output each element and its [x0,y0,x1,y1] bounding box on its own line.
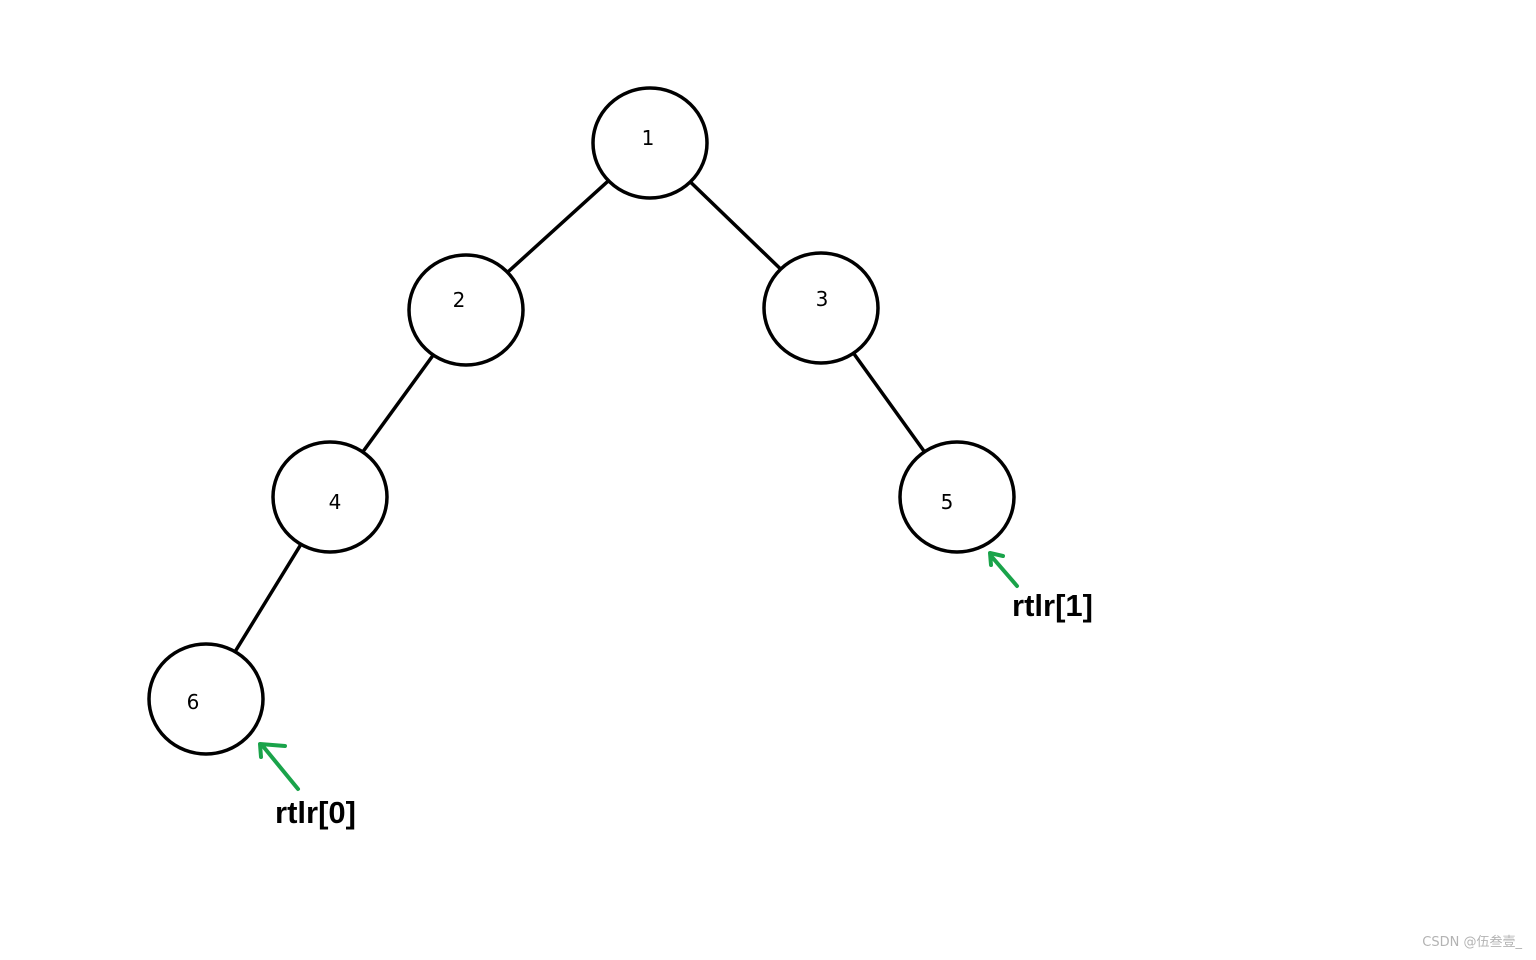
pointer-label: rtlr[1] [1012,588,1093,623]
node-circle [898,440,1016,554]
node-label: 5 [941,490,954,514]
pointer-annotations: rtlr[0] rtlr[1] [258,551,1093,830]
tree-node-1: 1 [591,86,709,200]
tree-node-3: 3 [762,251,880,365]
watermark: CSDN @伍叁壹_ [1422,935,1522,950]
pointer-5: rtlr[1] [988,551,1093,623]
tree-node-4: 4 [271,440,389,554]
node-label: 2 [453,288,466,312]
node-circle [591,86,709,200]
node-circle [271,440,389,554]
node-label: 4 [329,490,342,514]
pointer-arrow-head [258,742,287,759]
tree-nodes: 1 2 3 4 5 6 [147,86,1016,756]
node-circle [407,253,525,367]
tree-node-5: 5 [898,440,1016,554]
node-circle [762,251,880,365]
pointer-label: rtlr[0] [275,795,356,830]
pointer-arrow-head [988,551,1005,567]
tree-edges [204,141,959,701]
node-label: 1 [642,126,655,150]
node-label: 6 [187,690,200,714]
pointer-arrow-shaft [990,555,1019,588]
pointer-arrow-shaft [260,743,300,791]
node-label: 3 [816,287,829,311]
tree-node-6: 6 [147,642,265,756]
node-circle [147,642,265,756]
tree-node-2: 2 [407,253,525,367]
pointer-6: rtlr[0] [258,742,356,830]
